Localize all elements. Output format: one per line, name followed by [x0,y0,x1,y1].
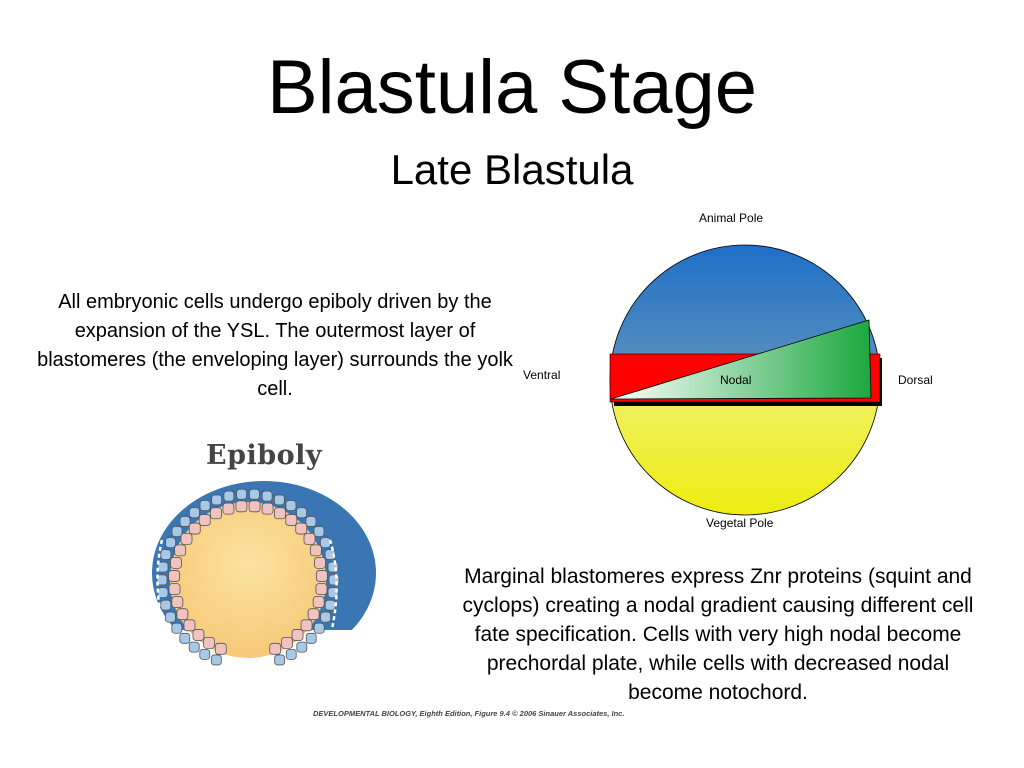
evl-cell [157,561,169,573]
evl-cell [320,537,331,548]
nodal-label: Nodal [720,373,752,387]
evl-cell [320,611,331,623]
evl-cell [188,641,200,653]
deep-cell [295,522,308,535]
deep-cell [269,642,282,655]
figure-credit: DEVELOPMENTAL BIOLOGY, Eighth Edition, F… [313,709,625,718]
deep-cell [312,596,325,608]
evl-cell [179,632,191,644]
deep-cell [174,544,187,557]
deep-cell [171,596,184,608]
evl-cell [313,622,325,634]
evl-cell [199,500,211,511]
evl-cell [223,490,235,502]
yolk-body [170,502,326,658]
evl-cell [165,611,176,623]
deep-cell [300,619,313,632]
dorsal-label: Dorsal [898,373,933,387]
evl-cell [160,549,172,560]
evl-cell [165,537,176,548]
deep-cell [214,642,227,655]
evl-cell [285,648,297,660]
left-arrow [156,539,172,653]
deep-cell [198,514,211,526]
deep-cell [222,502,235,515]
right-arrow [324,539,338,653]
deep-cell [203,636,215,649]
deep-cell [176,608,189,621]
deep-cell [188,522,201,535]
deep-cell [183,619,196,632]
deep-cell [180,532,193,545]
evl-cell [236,488,247,500]
deep-cell [291,629,304,641]
deep-cell [235,500,248,513]
epiboly-description: All embryonic cells undergo epiboly driv… [37,291,513,400]
evl-cell [305,632,317,644]
ventral-label: Ventral [523,368,561,382]
epiboly-arrows [156,539,338,653]
evl-cell [324,599,336,611]
evl-cell [313,526,325,537]
evl-cell [274,654,286,666]
evl-cell [199,648,211,660]
deep-cell [248,500,261,513]
deep-cell [192,629,205,641]
deep-cell [315,583,328,596]
animal-pole-label: Animal Pole [699,211,764,225]
deep-cell [261,502,274,515]
deep-cell [168,570,181,582]
deep-cell [309,544,322,557]
evl-cell [261,490,273,502]
evl-cell [179,516,191,527]
deep-cell [315,570,328,582]
evl-cell [189,507,200,519]
epiboly-illustration [148,481,380,685]
deep-cell [303,532,316,545]
evl-cell [171,526,183,537]
evl-cell [305,516,317,527]
evl-cell [211,494,223,506]
deep-cell [314,557,326,569]
evl-cell [171,622,183,634]
evl-cell [296,641,308,653]
deep-cell [281,636,293,649]
evl-cell [210,654,222,666]
deep-cell [170,557,182,569]
evl-cell [249,488,260,500]
evl-cell [156,574,168,586]
slide-title: Blastula Stage [266,45,758,130]
blastomere-cells [156,488,340,666]
nodal-description: Marginal blastomeres express Znr protein… [462,565,974,704]
evl-cell [273,494,285,506]
deep-cell [274,507,286,520]
deep-cell [307,608,320,621]
evl-cell [285,500,297,511]
deep-cell [285,514,298,526]
epiboly-figure-title: Epiboly [206,440,323,471]
slide-subtitle: Late Blastula [390,146,634,193]
evl-cell [296,507,307,519]
deep-cell [210,507,222,520]
vegetal-pole-label: Vegetal Pole [706,516,774,530]
evl-cell [160,599,172,611]
nodal-gradient-wedge [610,319,872,400]
deep-cell [168,583,181,596]
yolk-cell [170,502,326,658]
evl-cell [324,549,336,560]
